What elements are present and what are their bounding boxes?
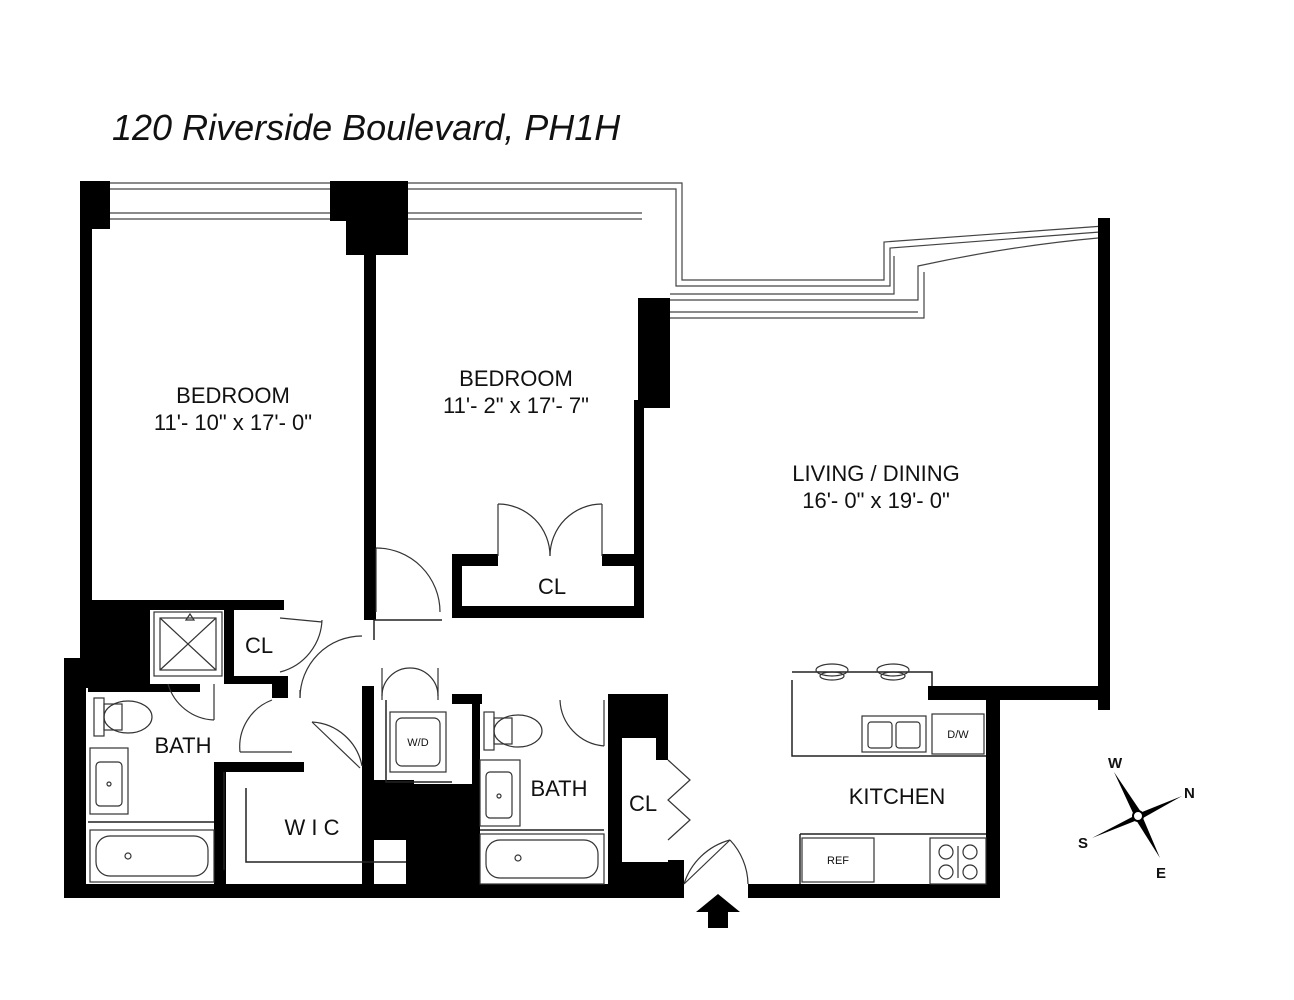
washer-dryer-label: W/D (407, 737, 428, 749)
bedroom2-name: BEDROOM (459, 366, 573, 391)
bedroom1-dimensions: 11'- 10" x 17'- 0" (154, 410, 312, 435)
closet1-label: CL (245, 633, 273, 658)
dishwasher-label: D/W (947, 729, 969, 741)
closet2-label: CL (538, 574, 566, 599)
compass-s: S (1078, 835, 1088, 852)
balcony-railing (108, 182, 1105, 319)
compass-w: W (1108, 755, 1123, 772)
plumbing-fixtures (89, 611, 987, 885)
entry-arrow-icon (696, 894, 740, 928)
bath1-label: BATH (154, 733, 211, 758)
bedroom2-dimensions: 11'- 2" x 17'- 7" (443, 393, 589, 418)
closet3-label: CL (629, 791, 657, 816)
door-swings (167, 503, 749, 885)
bar-stools (815, 663, 910, 681)
refrigerator-label: REF (827, 855, 849, 867)
bedroom1-name: BEDROOM (176, 383, 290, 408)
interior-lines (88, 619, 986, 884)
compass-e: E (1156, 865, 1166, 882)
living-dining-name: LIVING / DINING (792, 461, 959, 486)
plan-title: 120 Riverside Boulevard, PH1H (112, 107, 621, 148)
compass-rose-icon: W N S E (1078, 755, 1195, 882)
bath2-label: BATH (530, 776, 587, 801)
kitchen-label: KITCHEN (849, 784, 946, 809)
walls (64, 181, 1110, 898)
compass-n: N (1184, 785, 1195, 802)
living-dining-dimensions: 16'- 0" x 19'- 0" (802, 488, 950, 513)
wic-label: W I C (285, 815, 340, 840)
